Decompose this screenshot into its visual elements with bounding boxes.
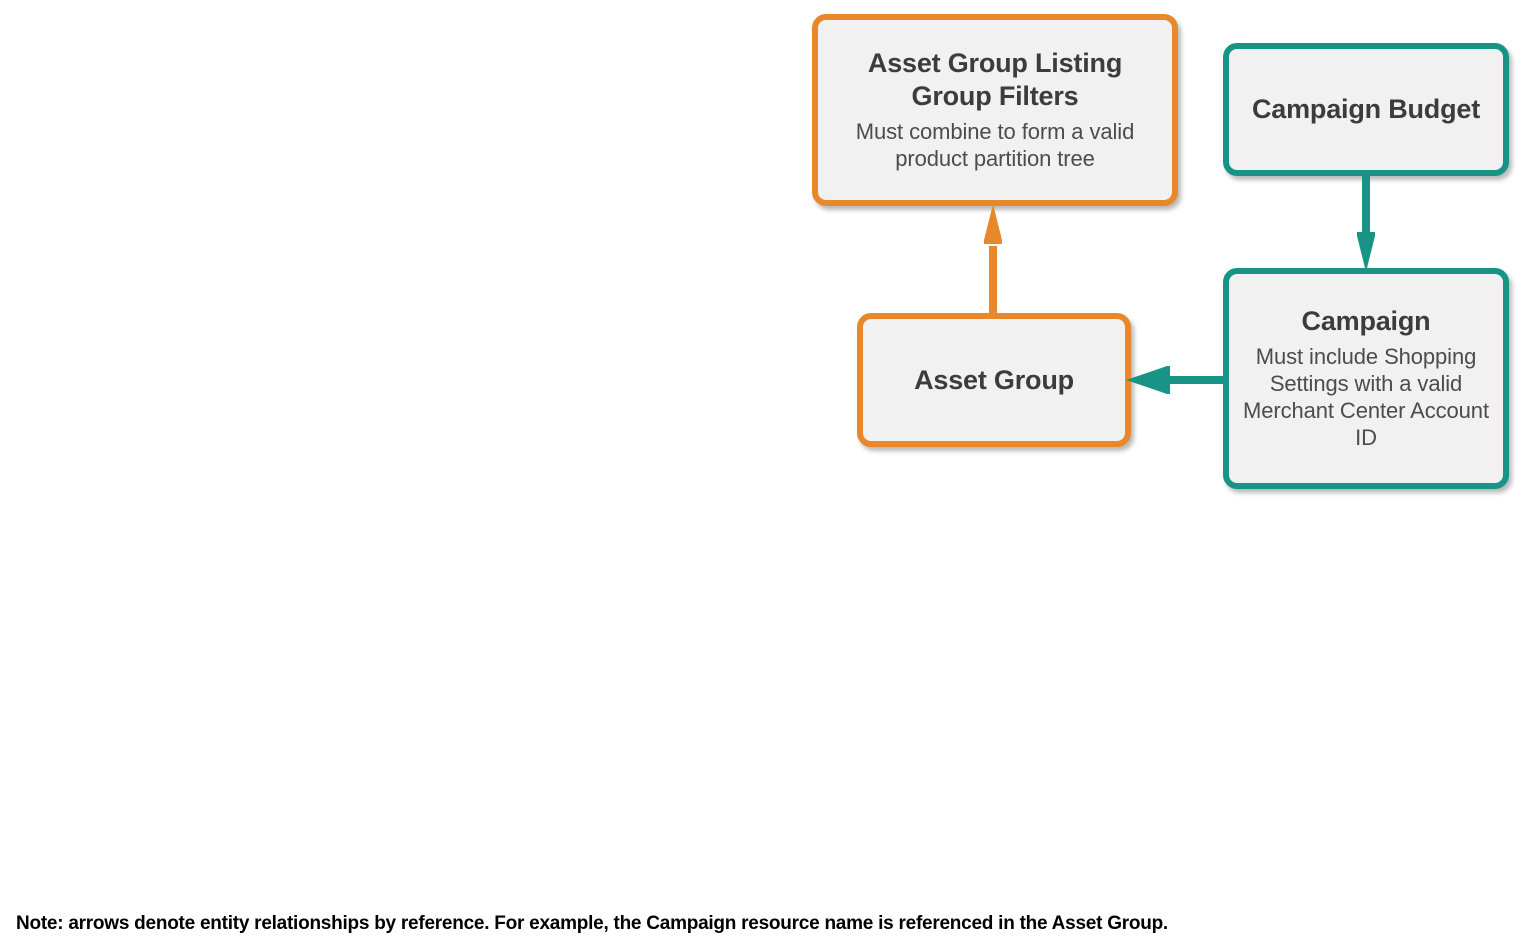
node-title: Campaign — [1301, 306, 1431, 337]
node-title: Campaign Budget — [1251, 94, 1480, 125]
arrow-campaign-budget-to-campaign — [1357, 174, 1375, 272]
node-asset-group-listing-group-filters[interactable]: Asset Group Listing Group Filters Must c… — [812, 14, 1178, 206]
node-title: Asset Group — [914, 364, 1074, 395]
node-description: Must combine to form a valid product par… — [855, 119, 1135, 171]
node-campaign[interactable]: Campaign Must include Shopping Settings … — [1223, 268, 1509, 489]
node-description: Must include Shopping Settings with a va… — [1243, 344, 1489, 450]
node-asset-group[interactable]: Asset Group — [857, 313, 1131, 447]
diagram-note: Note: arrows denote entity relationships… — [16, 913, 1168, 934]
arrow-asset-group-to-listing-filters — [984, 204, 1002, 316]
node-campaign-budget[interactable]: Campaign Budget — [1223, 43, 1509, 176]
arrow-campaign-to-asset-group — [1126, 366, 1228, 394]
node-title: Asset Group Listing Group Filters — [867, 48, 1123, 112]
